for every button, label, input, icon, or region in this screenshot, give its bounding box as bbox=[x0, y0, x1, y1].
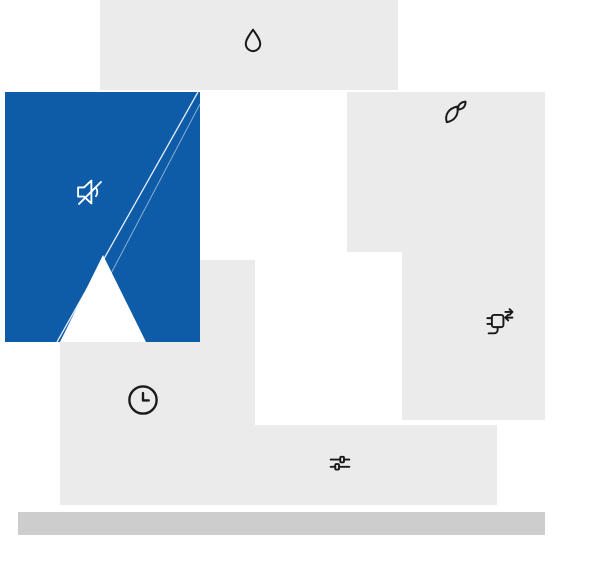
tile-water[interactable] bbox=[100, 0, 398, 90]
tile-mute[interactable] bbox=[5, 92, 200, 342]
tile-sliders[interactable] bbox=[200, 425, 497, 505]
speaker-mute-icon bbox=[77, 179, 102, 205]
bottom-bar bbox=[18, 512, 545, 535]
blue-ribbon-shape bbox=[5, 92, 200, 342]
sliders-icon bbox=[329, 455, 351, 471]
tile-eco[interactable] bbox=[347, 92, 545, 252]
clock-icon bbox=[128, 385, 158, 415]
plug-sync-icon bbox=[486, 308, 514, 335]
water-drop-icon bbox=[244, 28, 262, 52]
leaf-icon bbox=[445, 100, 467, 124]
